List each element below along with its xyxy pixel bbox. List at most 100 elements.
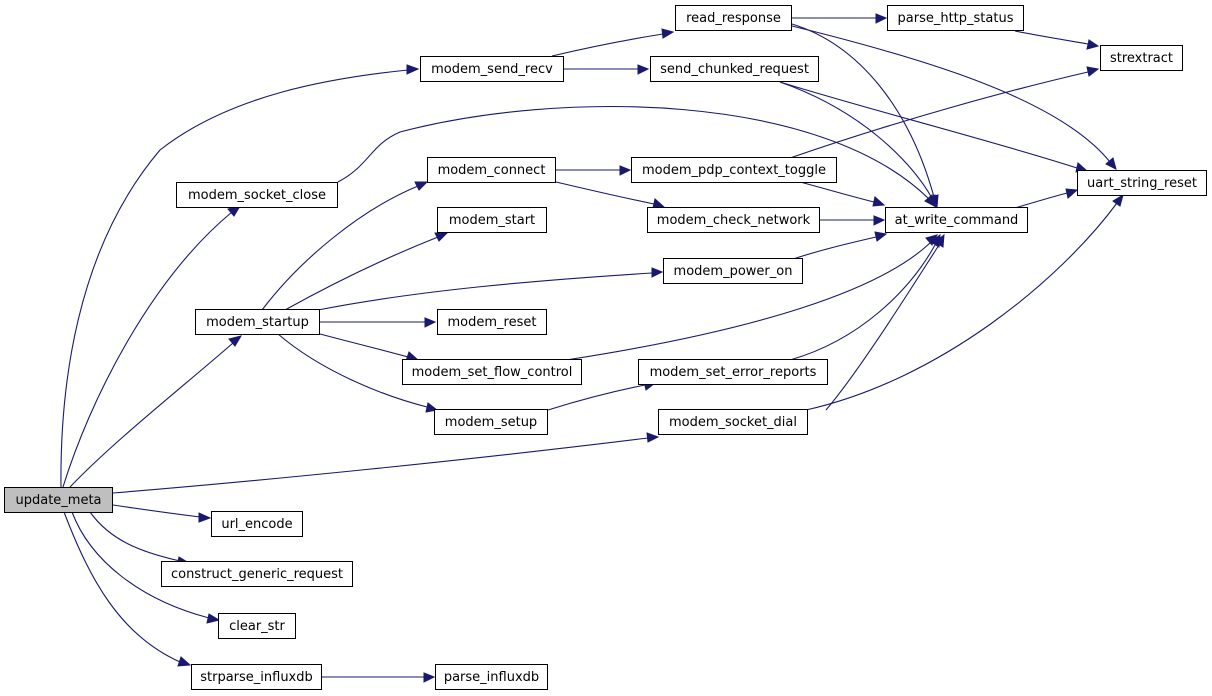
- node-modem-start[interactable]: modem_start: [437, 207, 547, 233]
- arrowhead: [637, 64, 650, 75]
- node-modem-send-recv[interactable]: modem_send_recv: [420, 56, 564, 82]
- arrowhead: [924, 194, 937, 209]
- edge-update-meta-strparse-influxdb: [63, 511, 181, 663]
- edge-modem-startup-modem-power-on: [317, 272, 653, 311]
- edge-modem-send-recv-read-response: [551, 33, 664, 57]
- node-modem-setup[interactable]: modem_setup: [434, 409, 548, 435]
- node-label: modem_send_recv: [431, 61, 553, 77]
- edge-modem-startup-modem-setup: [277, 333, 428, 408]
- arrowhead: [872, 196, 886, 207]
- arrowhead: [874, 231, 888, 242]
- arrowhead: [651, 267, 664, 278]
- node-read-response[interactable]: read_response: [675, 5, 792, 31]
- arrowhead: [619, 165, 632, 176]
- edge-modem-power-on-at-write-command: [789, 236, 877, 261]
- node-modem-set-flow-control[interactable]: modem_set_flow_control: [402, 359, 582, 385]
- node-modem-socket-close[interactable]: modem_socket_close: [176, 182, 338, 208]
- arrowhead: [228, 335, 243, 347]
- node-label: modem_socket_dial: [668, 414, 797, 430]
- node-clear-str[interactable]: clear_str: [218, 613, 296, 639]
- arrowhead: [646, 432, 660, 443]
- node-label: modem_power_on: [673, 263, 793, 279]
- node-label: send_chunked_request: [660, 61, 809, 77]
- edge-at-write-command-uart-string-reset: [1014, 192, 1068, 209]
- node-label: read_response: [686, 10, 781, 26]
- edge-modem-connect-modem-check-network: [555, 181, 655, 205]
- arrowhead: [434, 232, 449, 242]
- edge-modem-pdp-context-toggle-strextract: [789, 71, 1089, 159]
- edge-update-meta-modem-send-recv: [60, 69, 409, 488]
- node-label: clear_str: [229, 618, 285, 634]
- node-modem-socket-dial[interactable]: modem_socket_dial: [658, 409, 808, 435]
- arrowhead: [873, 215, 886, 226]
- edge-read-response-at-write-command: [791, 23, 935, 198]
- edge-modem-setup-modem-set-error-reports: [547, 384, 646, 411]
- edge-update-meta-url-encode: [112, 504, 201, 518]
- node-modem-pdp-context-toggle[interactable]: modem_pdp_context_toggle: [631, 157, 837, 183]
- edge-modem-socket-dial-at-write-command: [825, 244, 940, 411]
- node-parse-http-status[interactable]: parse_http_status: [887, 5, 1024, 31]
- edge-update-meta-clear-str: [71, 511, 210, 619]
- arrowhead: [1065, 188, 1079, 199]
- arrowhead: [1105, 157, 1117, 170]
- node-send-chunked-request[interactable]: send_chunked_request: [650, 56, 819, 82]
- arrowhead: [1112, 193, 1124, 207]
- edge-modem-startup-modem-connect: [261, 185, 419, 311]
- node-modem-check-network[interactable]: modem_check_network: [647, 207, 820, 233]
- node-label: uart_string_reset: [1087, 175, 1197, 191]
- arrowhead: [414, 181, 429, 191]
- node-modem-connect[interactable]: modem_connect: [427, 157, 556, 183]
- edge-modem-startup-modem-start: [284, 236, 439, 311]
- node-label: modem_set_error_reports: [649, 364, 817, 380]
- edge-modem-socket-dial-uart-string-reset: [805, 202, 1118, 411]
- arrowhead: [177, 656, 192, 667]
- node-label: parse_http_status: [897, 10, 1014, 26]
- edge-parse-http-status-strextract: [1014, 30, 1089, 45]
- arrowhead: [934, 233, 945, 248]
- edge-modem-set-error-reports-at-write-command: [789, 244, 936, 361]
- node-label: modem_pdp_context_toggle: [642, 162, 826, 178]
- node-label: modem_setup: [444, 414, 538, 430]
- node-label: at_write_command: [894, 212, 1019, 228]
- arrowhead: [661, 28, 675, 39]
- edge-update-meta-modem-socket-close: [62, 211, 233, 488]
- edge-modem-pdp-context-toggle-at-write-command: [799, 181, 875, 203]
- node-label: strextract: [1109, 50, 1174, 66]
- edge-read-response-uart-string-reset: [791, 25, 1111, 163]
- node-label: construct_generic_request: [170, 566, 344, 582]
- edge-send-chunked-request-uart-string-reset: [779, 81, 1078, 169]
- node-modem-set-error-reports[interactable]: modem_set_error_reports: [638, 359, 828, 385]
- edge-update-meta-modem-socket-dial: [112, 437, 649, 494]
- node-uart-string-reset[interactable]: uart_string_reset: [1077, 170, 1207, 196]
- arrowhead: [406, 64, 420, 75]
- node-label: parse_influxdb: [443, 669, 540, 685]
- node-label: url_encode: [221, 516, 293, 532]
- arrowhead: [423, 672, 436, 683]
- node-label: modem_start: [448, 212, 536, 228]
- node-label: modem_set_flow_control: [411, 364, 573, 380]
- arrowhead: [1086, 66, 1100, 77]
- node-strparse-influxdb[interactable]: strparse_influxdb: [191, 664, 322, 690]
- node-url-encode[interactable]: url_encode: [211, 511, 303, 537]
- arrowhead: [875, 13, 888, 24]
- node-construct-generic-request[interactable]: construct_generic_request: [161, 561, 353, 587]
- node-label: modem_check_network: [656, 212, 811, 228]
- edge-send-chunked-request-at-write-command: [779, 81, 933, 199]
- node-modem-power-on[interactable]: modem_power_on: [663, 258, 803, 284]
- edge-modem-startup-modem-set-flow-control: [319, 333, 409, 358]
- node-modem-reset[interactable]: modem_reset: [437, 309, 547, 335]
- node-label: modem_reset: [447, 314, 537, 330]
- node-modem-startup[interactable]: modem_startup: [195, 309, 320, 335]
- node-update-meta: update_meta: [4, 487, 113, 513]
- node-parse-influxdb[interactable]: parse_influxdb: [435, 664, 548, 690]
- arrowhead: [424, 317, 437, 328]
- arrowhead: [198, 512, 212, 523]
- node-strextract[interactable]: strextract: [1100, 45, 1183, 71]
- node-at-write-command[interactable]: at_write_command: [885, 207, 1028, 233]
- node-label: modem_socket_close: [187, 187, 327, 203]
- edge-update-meta-modem-startup: [69, 342, 234, 488]
- node-label: update_meta: [15, 492, 102, 508]
- arrowhead: [206, 613, 221, 624]
